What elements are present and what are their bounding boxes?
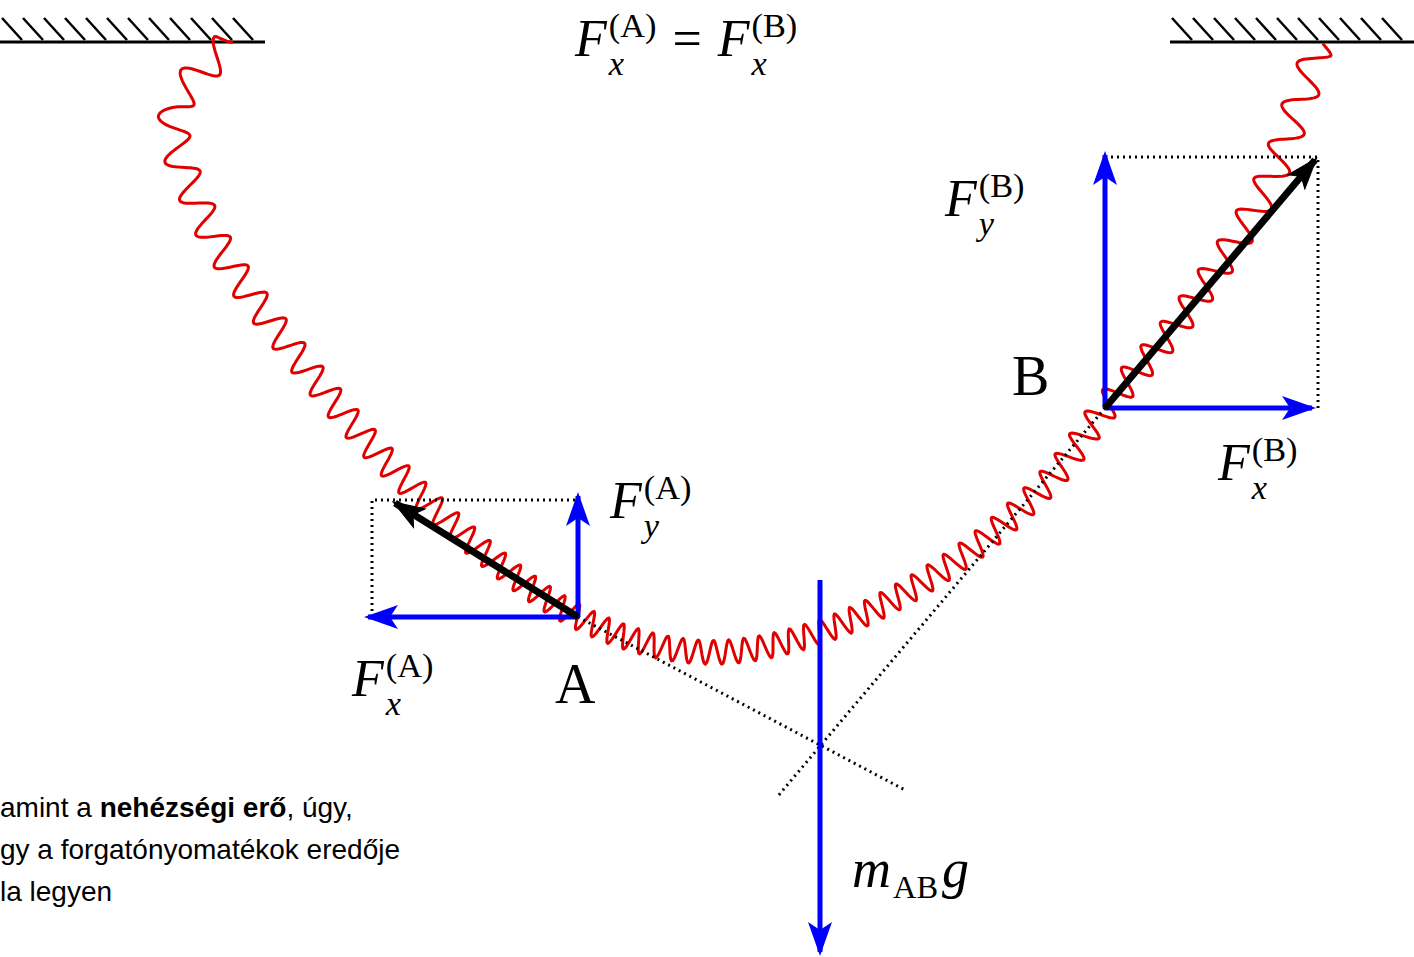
index-stack: (B) y [979,168,1025,241]
force-a [395,503,578,617]
index-stack: (A) x [386,648,434,721]
superscript: (A) [609,8,657,42]
spring-coil [158,37,1331,665]
ceiling-hatch [107,18,127,40]
ceiling-hatch [1382,18,1402,40]
index-stack: (B) x [752,8,798,81]
spring-coil-path [158,37,1331,665]
ceiling-hatch [65,18,85,40]
construction-lines [372,157,1318,796]
symbol: F [575,10,607,67]
ceiling-hatch [1235,18,1255,40]
ceiling-hatch [149,18,169,40]
ceiling-hatch [44,18,64,40]
index-stack: (A) x [609,8,657,81]
math-label: F(A) x [352,648,433,721]
equals-sign: = [672,10,701,67]
force-x-b [1105,406,1312,411]
symbol: F [352,650,384,707]
ceiling-hatch [1319,18,1339,40]
math-label: F(B) x [1218,432,1298,505]
note-text: nehézségi erő [100,792,287,823]
math-label: mABg [852,842,969,904]
ceiling-hatch [86,18,106,40]
subscript: x [752,46,798,80]
subscript: x [609,46,657,80]
point-label: A [555,653,595,715]
superscript: (A) [644,470,692,504]
symbol: g [942,839,969,899]
ceiling-hatch [1340,18,1360,40]
ceiling-hatch [170,18,190,40]
note-text: la legyen [0,876,112,907]
superscript: (B) [752,8,798,42]
symbol: m [852,839,891,899]
ceiling-hatch [233,18,253,40]
symbol: F [1218,434,1250,491]
explanation-note: amint a nehézségi erő, úgy, [0,794,353,822]
force-b [1105,160,1315,408]
force-x-a [368,615,578,620]
math-label: F(A) y [610,470,691,543]
math-label: A [555,656,595,712]
force-vectors [368,155,1315,952]
index-stack: (A) y [644,470,692,543]
explanation-note: la legyen [0,878,112,906]
ceiling-line [1170,41,1414,44]
ceiling-hatch [1277,18,1297,40]
subscript: y [979,206,1025,240]
math-label: F(A)x=F(B)x [575,8,797,81]
point-label: B [1012,345,1049,407]
symbol: F [945,170,977,227]
note-text: gy a forgatónyomatékok eredője [0,834,400,865]
explanation-note: gy a forgatónyomatékok eredője [0,836,400,864]
gravity-force [818,580,823,952]
superscript: (A) [386,648,434,682]
ceiling-hatch [1361,18,1381,40]
force-y-b [1103,155,1108,408]
ceiling-hatch [1172,18,1192,40]
math-label: B [1012,348,1049,404]
ceiling-hatch [1298,18,1318,40]
force-y-a [576,496,581,617]
subscript: x [386,686,434,720]
subscript: x [1252,470,1298,504]
symbol: F [718,10,750,67]
note-text: amint a [0,792,92,823]
ceiling-hatch [1256,18,1276,40]
superscript: (B) [1252,432,1298,466]
subscript: y [644,508,692,542]
ceiling-hatch [2,18,22,40]
symbol: F [610,472,642,529]
ceiling-hatch [191,18,211,40]
ceiling-hatch [1214,18,1234,40]
ceiling-hatch [1193,18,1213,40]
superscript: (B) [979,168,1025,202]
note-text: , úgy, [286,792,352,823]
ceiling-hatch [23,18,43,40]
index-stack: (B) x [1252,432,1298,505]
subscript: AB [893,869,938,905]
ceiling-hatch [128,18,148,40]
math-label: F(B) y [945,168,1025,241]
